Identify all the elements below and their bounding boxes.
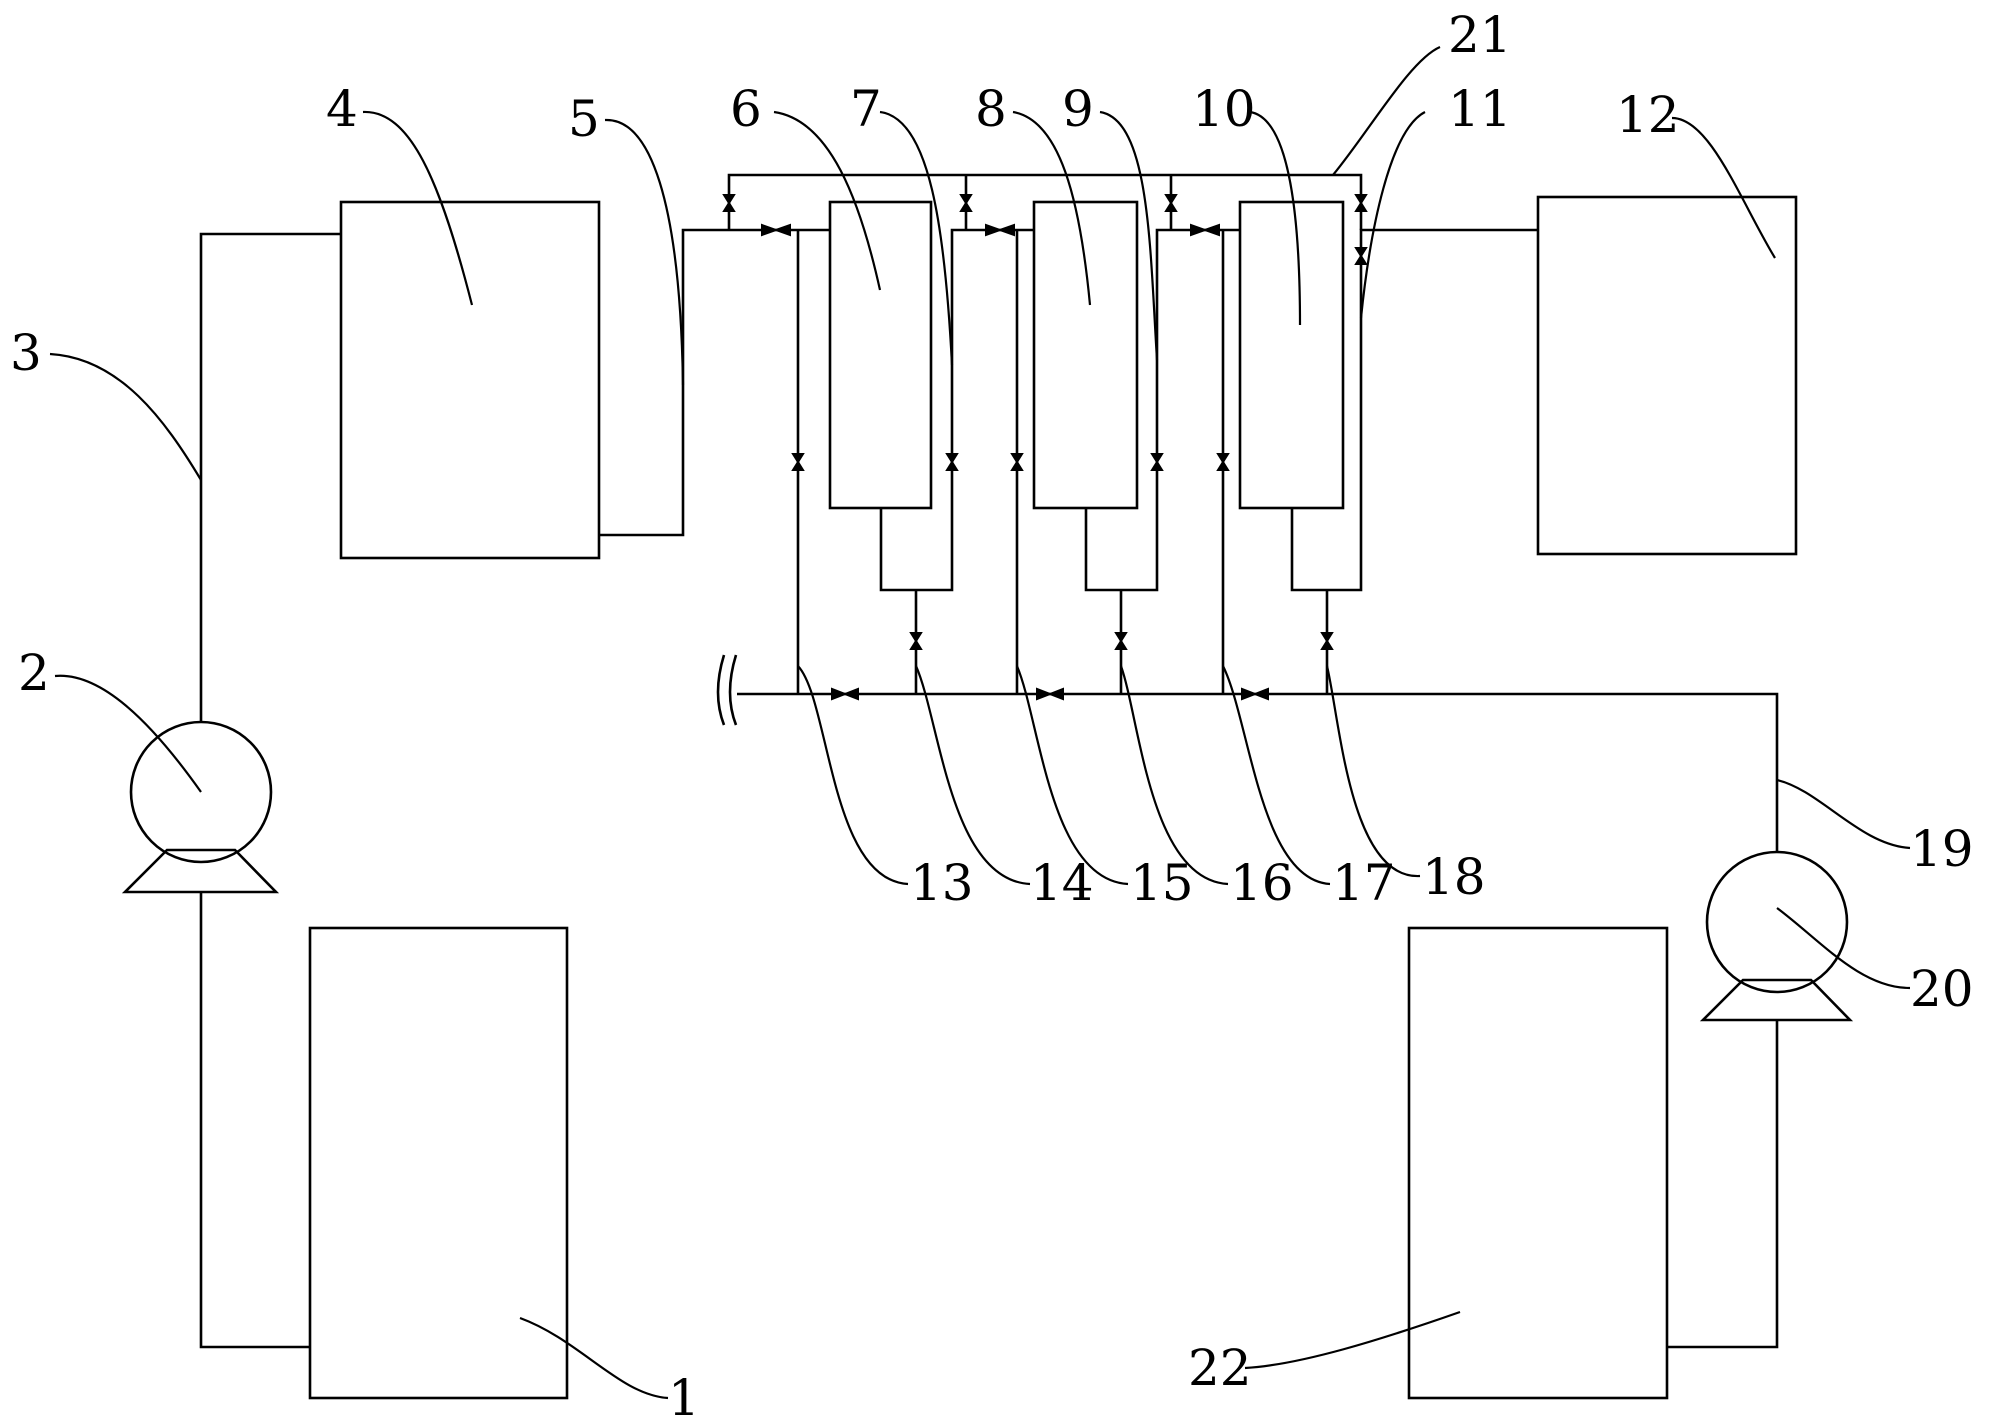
label-14: 14: [1030, 854, 1094, 912]
valve-symbols: [722, 194, 1368, 701]
label-20: 20: [1910, 960, 1974, 1018]
pipe-3: [199, 892, 310, 1349]
label-16: 16: [1230, 854, 1294, 912]
pipe-5: [599, 228, 830, 537]
col10-outlet-line: [1290, 228, 1538, 592]
label-22: 22: [1188, 1339, 1252, 1397]
column-10: [1238, 200, 1345, 510]
col6-outlet-line: [879, 228, 1034, 592]
pump-2: [121, 720, 280, 894]
vessel-22: [1407, 926, 1669, 1400]
pipe-3-upper: [199, 232, 341, 722]
column-6: [828, 200, 933, 510]
label-11: 11: [1448, 80, 1512, 138]
label-9: 9: [1062, 80, 1094, 138]
vessel-4: [339, 200, 601, 560]
label-7: 7: [850, 80, 882, 138]
label-10: 10: [1192, 80, 1256, 138]
header-pipe-19: [737, 692, 1779, 852]
label-21: 21: [1448, 6, 1512, 64]
label-2: 2: [18, 644, 50, 702]
column-8: [1032, 200, 1139, 510]
label-18: 18: [1422, 848, 1486, 906]
label-17: 17: [1332, 854, 1396, 912]
pipe-19-lower: [1667, 1020, 1779, 1349]
label-6: 6: [730, 80, 762, 138]
vessel-12: [1536, 195, 1798, 556]
label-12: 12: [1616, 86, 1680, 144]
label-1: 1: [668, 1369, 700, 1427]
label-13: 13: [910, 854, 974, 912]
label-15: 15: [1130, 854, 1194, 912]
label-3: 3: [10, 324, 42, 382]
label-8: 8: [975, 80, 1007, 138]
vessel-1: [308, 926, 569, 1400]
pump-20: [1699, 850, 1854, 1022]
label-5: 5: [568, 90, 600, 148]
pipe-break-mark: [716, 654, 738, 726]
label-19: 19: [1910, 820, 1974, 878]
leader-lines: [49, 45, 1911, 1400]
col8-outlet-line: [1084, 228, 1240, 592]
label-4: 4: [326, 80, 358, 138]
